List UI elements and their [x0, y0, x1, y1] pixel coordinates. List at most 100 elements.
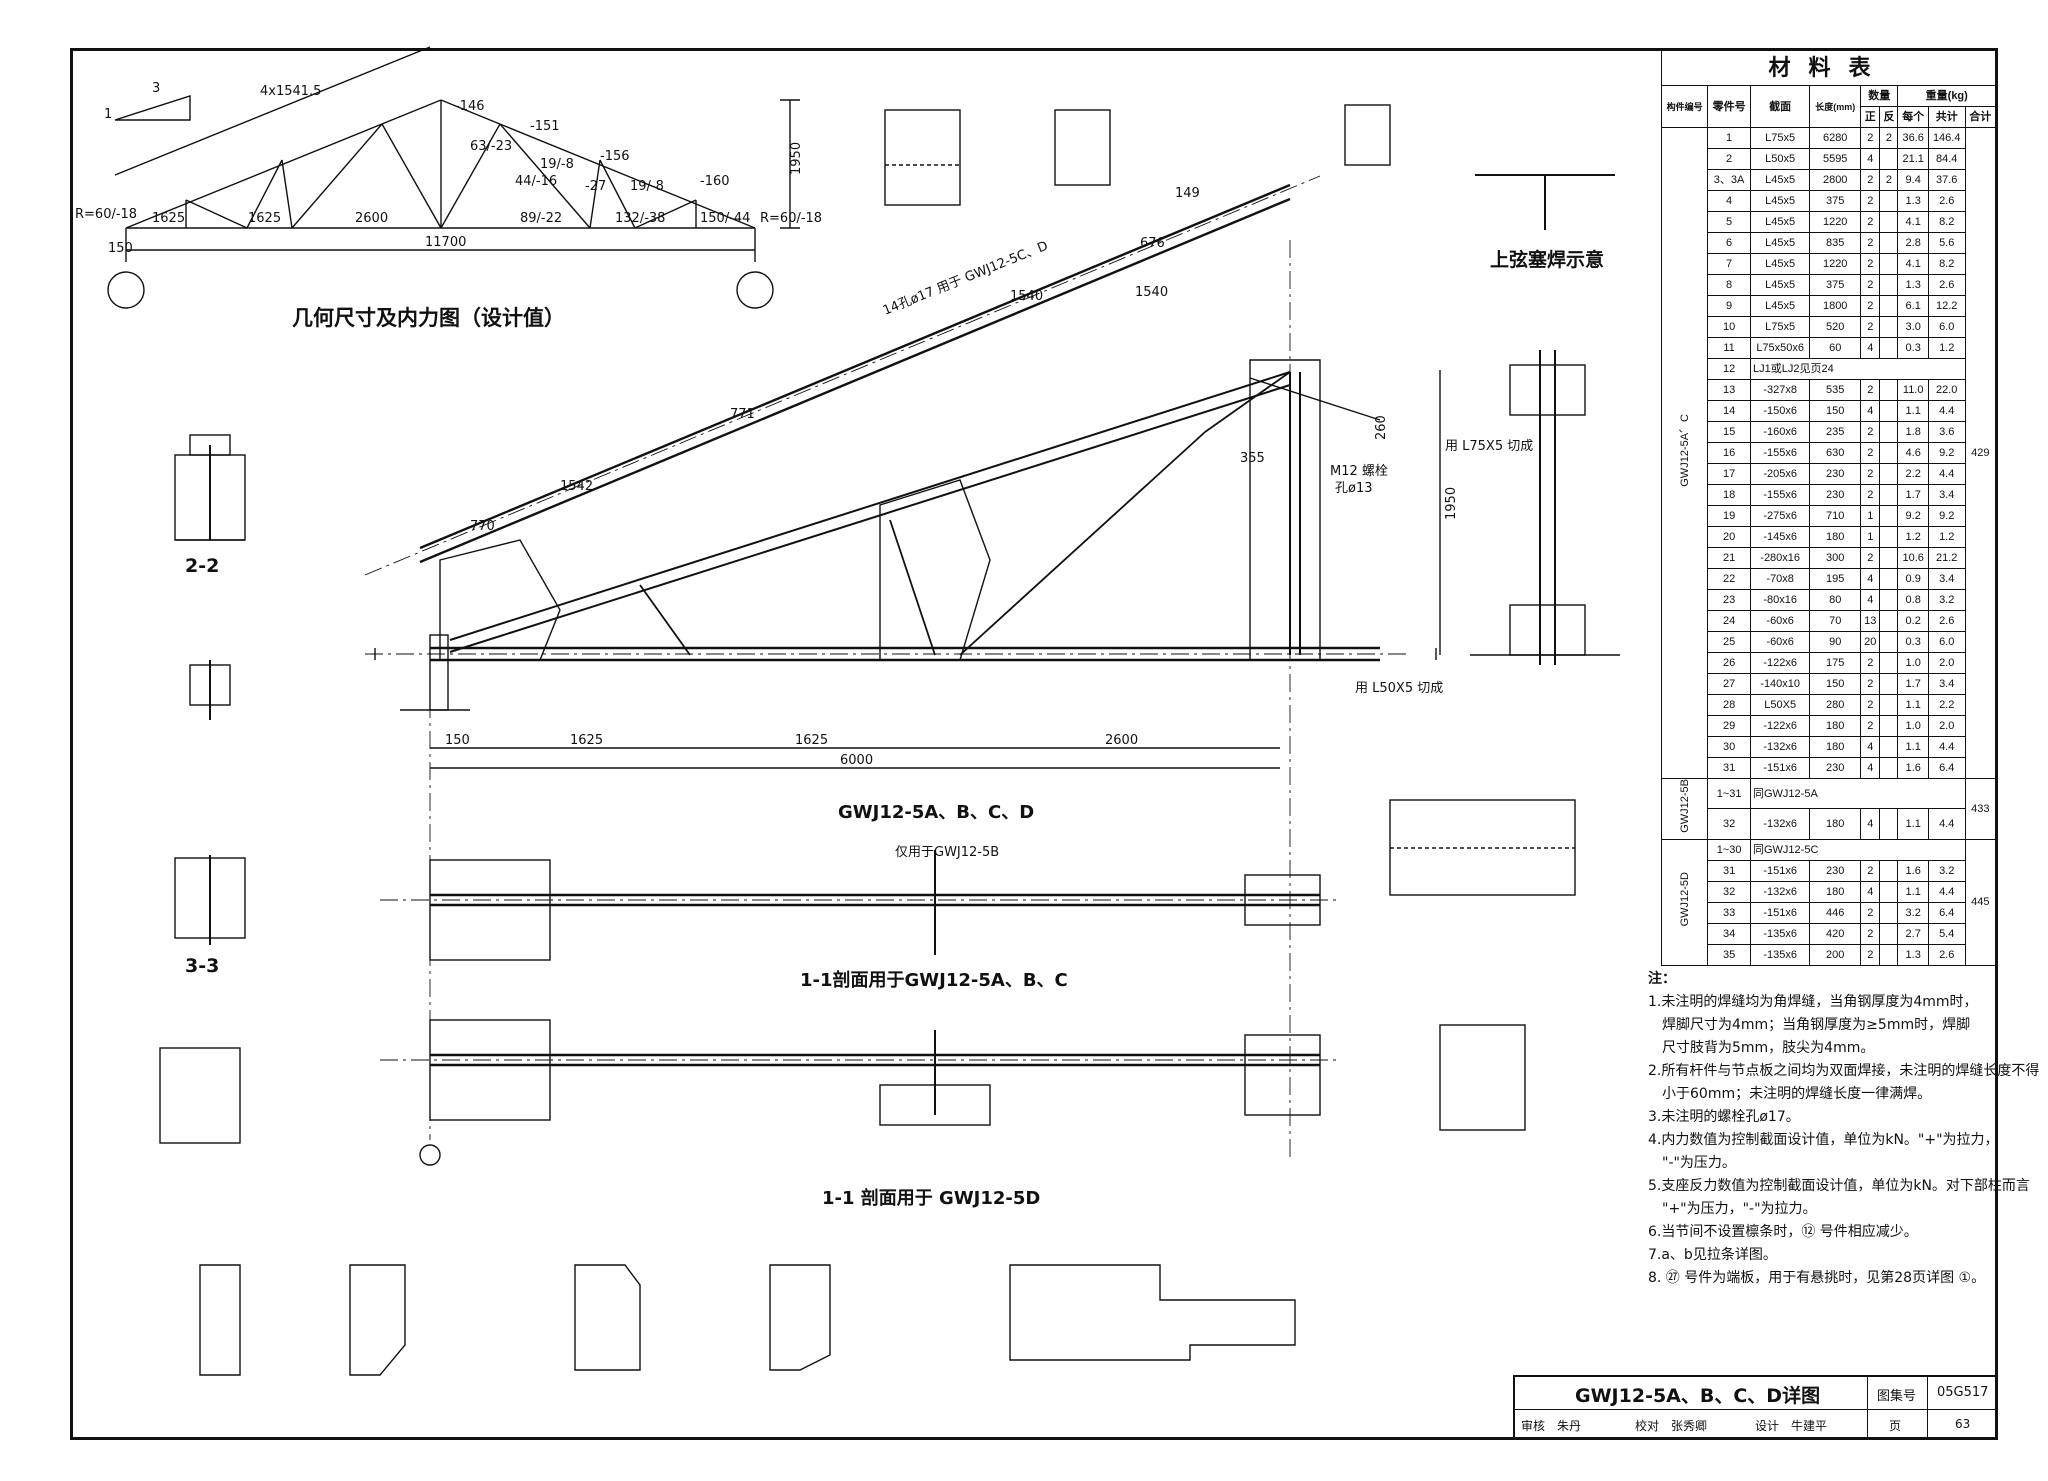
upper-weld-title: 上弦塞焊示意	[1490, 249, 1605, 271]
material-cell: 9.2	[1927, 505, 1966, 527]
material-cell: 3.2	[1897, 901, 1929, 924]
material-cell: 2.2	[1897, 463, 1929, 485]
geo-support-offset: 150	[108, 241, 133, 256]
material-cell	[1879, 922, 1899, 945]
material-cell: 4.1	[1897, 253, 1929, 275]
material-cell: 31	[1707, 859, 1751, 882]
material-cell: 1.6	[1897, 757, 1929, 779]
geo-force-7: 19/-8	[630, 179, 664, 194]
material-cell: -151x6	[1749, 859, 1811, 882]
material-cell: L45x5	[1749, 295, 1811, 317]
material-cell	[1879, 547, 1899, 569]
geo-panel-2: 1625	[248, 211, 281, 226]
material-cell: 2	[1860, 190, 1881, 212]
material-cell	[1879, 400, 1899, 422]
material-cell: 1.3	[1897, 190, 1929, 212]
material-cell	[1879, 463, 1899, 485]
material-cell: 6.1	[1897, 295, 1929, 317]
note-line: "-"为压力。	[1662, 1155, 1736, 1171]
material-cell: 6.4	[1927, 901, 1966, 924]
material-cell: 1.3	[1897, 943, 1929, 966]
material-cell	[1879, 589, 1899, 611]
material-cell: 21.2	[1927, 547, 1966, 569]
material-cell	[1879, 190, 1899, 212]
note-line: 焊脚尺寸为4mm；当角钢厚度为≥5mm时，焊脚	[1662, 1017, 1971, 1033]
main-dim-top-1: 770	[470, 519, 495, 534]
material-cell: 180	[1809, 715, 1862, 737]
material-cell	[1879, 880, 1899, 903]
material-cell: 1220	[1809, 211, 1862, 233]
material-cell: 6.4	[1927, 757, 1966, 779]
main-ridge-dim-3: 1540	[1135, 285, 1168, 300]
check-label: 校对	[1635, 1419, 1660, 1433]
main-dim-3: 1625	[795, 733, 828, 748]
material-cell: 2	[1860, 316, 1881, 338]
material-cell	[1879, 379, 1899, 401]
material-cell: 1.3	[1897, 274, 1929, 296]
material-group-label: GWJ12-5A、C	[1660, 127, 1709, 779]
section-small	[189, 660, 231, 720]
material-cell: 375	[1809, 190, 1862, 212]
geo-panel-1: 1625	[152, 211, 185, 226]
material-cell	[1879, 610, 1899, 632]
material-cell: -327x8	[1749, 379, 1811, 401]
main-dim-top-6: 149	[1175, 186, 1200, 201]
material-cell: -140x10	[1749, 673, 1811, 695]
material-cell: 835	[1809, 232, 1862, 254]
material-cell: 10.6	[1897, 547, 1929, 569]
material-cell	[1879, 568, 1899, 590]
material-cell: 1.1	[1897, 880, 1929, 903]
material-cell: 84.4	[1927, 148, 1966, 170]
note-line: 6.当节间不设置檩条时，⑫ 号件相应减少。	[1648, 1224, 1918, 1240]
material-cell: 4	[1860, 757, 1881, 779]
material-cell: -155x6	[1749, 442, 1811, 464]
material-cell: 27	[1707, 673, 1751, 695]
geo-force-3: 19/-8	[540, 157, 574, 172]
material-group-total: 429	[1964, 127, 1997, 779]
material-cell	[1879, 526, 1899, 548]
material-cell: -135x6	[1749, 943, 1811, 966]
material-cell: 5595	[1809, 148, 1862, 170]
material-cell: L45x5	[1749, 190, 1811, 212]
material-cell: 10	[1707, 316, 1751, 338]
material-cell: LJ1或LJ2见页24	[1749, 358, 1966, 380]
material-cell: 32	[1707, 880, 1751, 903]
material-cell: L45x5	[1749, 274, 1811, 296]
main-bolt-hole: 孔ø13	[1335, 481, 1373, 496]
title-block: GWJ12-5A、B、C、D详图 图集号 05G517 审核 朱丹 校对 张秀卿…	[1513, 1375, 1998, 1440]
main-elevation	[364, 175, 1441, 1160]
geo-panel-3: 2600	[355, 211, 388, 226]
plate-23	[1054, 109, 1111, 186]
material-cell: 9	[1707, 295, 1751, 317]
material-cell: 2.2	[1927, 694, 1966, 716]
drawing-labels: 3 1 4x1541.5 1950 11700 1625 1625 2600 -…	[75, 81, 1533, 860]
material-cell: 230	[1809, 484, 1862, 506]
material-cell: 3.4	[1927, 673, 1966, 695]
note-line: 小于60mm；未注明的焊缝长度一律满焊。	[1662, 1086, 1932, 1102]
material-cell: L45x5	[1749, 169, 1811, 191]
material-cell: 11	[1707, 337, 1751, 359]
material-cell: 200	[1809, 943, 1862, 966]
page-number: 63	[1955, 1417, 1971, 1431]
plate-33-detail	[1009, 1264, 1296, 1361]
material-cell: 22	[1707, 568, 1751, 590]
material-cell: L50X5	[1749, 694, 1811, 716]
material-cell: 12.2	[1927, 295, 1966, 317]
mt-header-qty: 数量	[1860, 85, 1899, 107]
notes-lines: 1.未注明的焊缝均为角焊缝，当角钢厚度为4mm时，焊脚尺寸为4mm；当角钢厚度为…	[1648, 991, 2039, 1290]
material-cell: 2	[1860, 859, 1881, 882]
material-cell: -70x8	[1749, 568, 1811, 590]
